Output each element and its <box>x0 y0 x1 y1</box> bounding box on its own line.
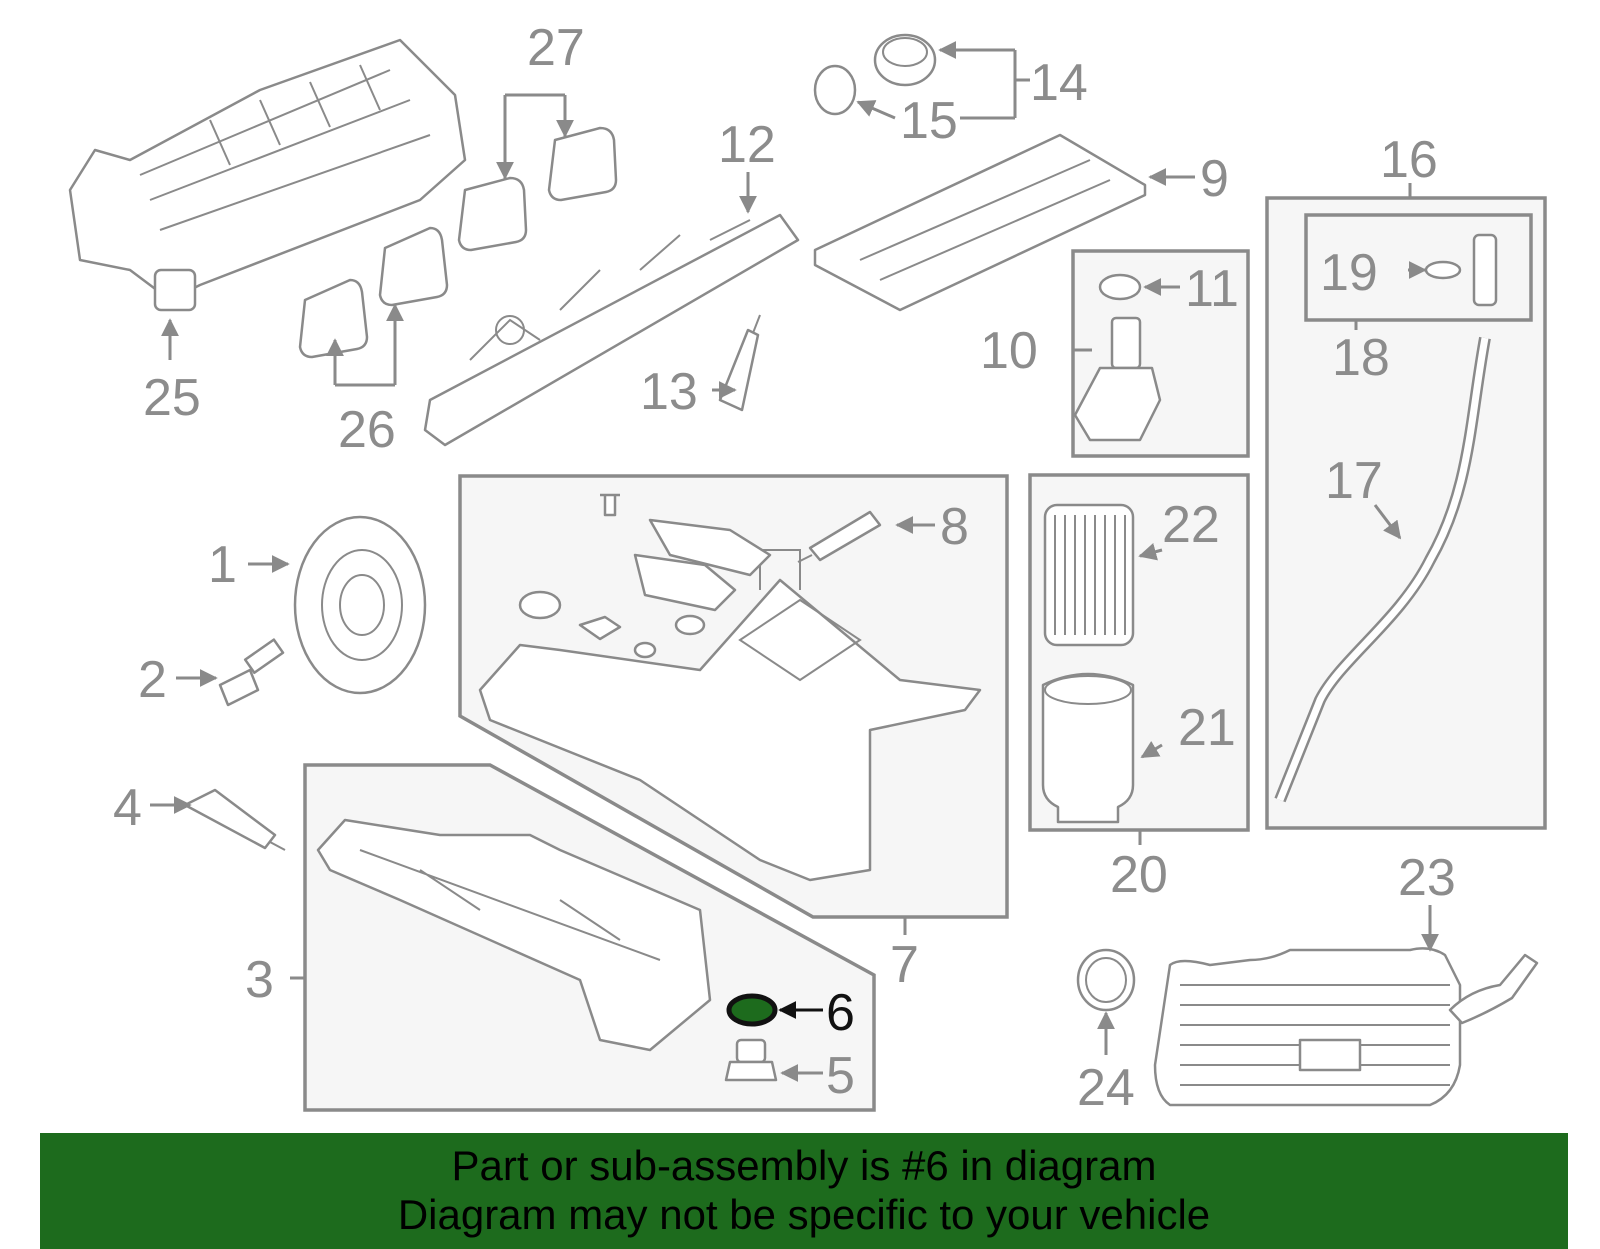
callout-18[interactable]: 18 <box>1332 329 1390 387</box>
callout-5[interactable]: 5 <box>826 1047 855 1105</box>
callout-26[interactable]: 26 <box>338 401 396 459</box>
crankshaft-pulley-part <box>293 515 427 695</box>
banner-line-disclaimer: Diagram may not be specific to your vehi… <box>397 1191 1211 1238</box>
pulley-bolt-part <box>218 638 285 707</box>
callout-7[interactable]: 7 <box>890 936 919 994</box>
intake-manifold-part <box>68 38 467 312</box>
seal-ring-11 <box>1098 273 1142 301</box>
callout-21[interactable]: 21 <box>1178 699 1236 757</box>
filter-housing-adapter-10 <box>1073 316 1162 442</box>
dipstick-tube-part <box>1274 336 1491 803</box>
leader-lines <box>150 41 1439 1082</box>
group-box-18 <box>1304 213 1533 322</box>
callout-11[interactable]: 11 <box>1185 260 1239 318</box>
group-box-16 <box>1265 196 1547 830</box>
valve-cover-part <box>423 213 800 447</box>
callout-25[interactable]: 25 <box>143 369 201 427</box>
callout-27[interactable]: 27 <box>527 19 585 77</box>
callout-4[interactable]: 4 <box>113 779 142 837</box>
oil-filter-element-part <box>1043 503 1135 647</box>
callout-3[interactable]: 3 <box>245 951 274 1009</box>
callout-15[interactable]: 15 <box>900 92 958 150</box>
dipstick-plug-19 <box>1472 233 1498 307</box>
callout-labels: 1 2 3 4 5 6 7 8 9 10 11 12 13 14 15 16 1… <box>113 19 1456 1117</box>
oil-cooler-part <box>1153 947 1539 1107</box>
seal-ring-19 <box>1424 260 1462 280</box>
callout-17[interactable]: 17 <box>1325 452 1383 510</box>
callout-2[interactable]: 2 <box>138 651 167 709</box>
callout-12[interactable]: 12 <box>718 116 776 174</box>
callout-19[interactable]: 19 <box>1320 244 1378 302</box>
sealant-tube-8 <box>797 510 882 563</box>
oil-pan-upper-part <box>478 493 982 882</box>
callout-6[interactable]: 6 <box>826 984 855 1042</box>
callout-13[interactable]: 13 <box>640 363 698 421</box>
oil-pan-lower-part <box>316 818 712 1052</box>
callout-16[interactable]: 16 <box>1380 131 1438 189</box>
cover-plate-9 <box>813 133 1147 312</box>
drain-plug-part <box>724 1038 778 1082</box>
drain-plug-seal-part-6 <box>726 993 778 1027</box>
callout-20[interactable]: 20 <box>1110 846 1168 904</box>
gasket-set-27 <box>457 126 618 252</box>
callout-1[interactable]: 1 <box>208 536 237 594</box>
info-banner: Part or sub-assembly is #6 in diagram Di… <box>40 1133 1568 1249</box>
oil-filter-housing-part <box>1041 672 1135 824</box>
callout-14[interactable]: 14 <box>1030 54 1088 112</box>
banner-line-part-number: Part or sub-assembly is #6 in diagram <box>451 1142 1157 1189</box>
callout-8[interactable]: 8 <box>940 498 969 556</box>
oil-cap-seal-part <box>813 64 857 116</box>
callout-22[interactable]: 22 <box>1162 496 1220 554</box>
gasket-set-26 <box>298 226 449 359</box>
callout-9[interactable]: 9 <box>1200 150 1229 208</box>
callout-23[interactable]: 23 <box>1398 849 1456 907</box>
oil-cooler-seal-24 <box>1076 948 1136 1012</box>
sealant-tube-4 <box>183 788 286 851</box>
callout-24[interactable]: 24 <box>1077 1059 1135 1117</box>
sealant-tube-13 <box>718 314 761 412</box>
oil-filler-cap-part <box>873 33 937 87</box>
callout-10[interactable]: 10 <box>980 322 1038 380</box>
